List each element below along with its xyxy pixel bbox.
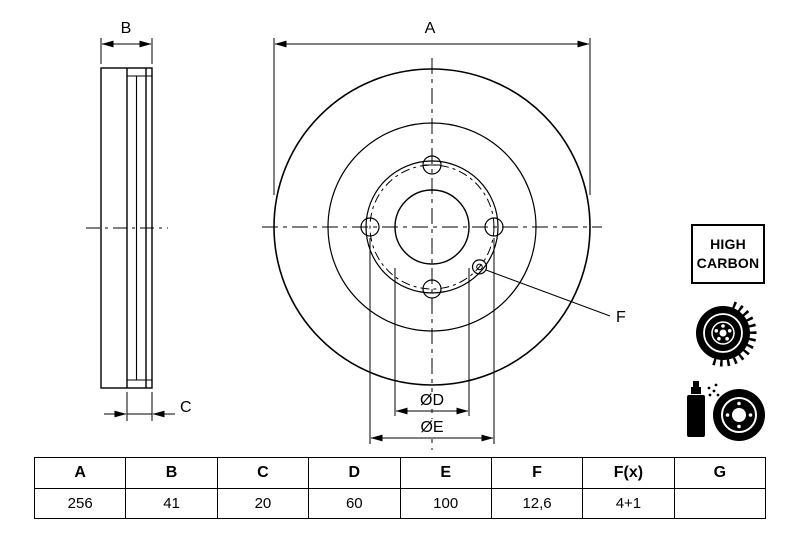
spray-can-body <box>687 395 705 437</box>
front-view <box>273 68 591 386</box>
pin-hole-f <box>471 259 488 275</box>
dim-label-e-mask <box>412 419 452 434</box>
spec-col-a: A <box>33 457 127 489</box>
rotor-bolt-dots <box>714 324 732 341</box>
spray-can-nozzle <box>693 381 699 387</box>
spec-value-a: 256 <box>33 488 127 519</box>
dim-label-c: C <box>180 399 192 416</box>
dim-c <box>104 392 175 421</box>
dim-label-e: ØE <box>420 419 443 436</box>
spec-table-header-row: A B C D E F F(x) G <box>33 457 767 489</box>
dim-label-f: F <box>616 309 626 326</box>
dim-label-a: A <box>425 20 436 37</box>
dim-d <box>394 268 470 416</box>
spec-value-g <box>673 488 767 519</box>
spec-table-value-row: 256 41 20 60 100 12,6 4+1 <box>33 488 767 519</box>
side-view <box>100 67 153 389</box>
spec-col-d: D <box>308 457 401 489</box>
hub-circle <box>365 160 499 294</box>
high-carbon-line1: HIGH <box>710 236 746 253</box>
spec-col-fx: F(x) <box>582 457 675 489</box>
technical-drawing: A B C ØD <box>86 20 765 450</box>
friction-inner-circle <box>327 122 537 332</box>
outer-circle <box>273 68 591 386</box>
dim-label-b: B <box>121 20 132 37</box>
pin-hole-f-inner <box>476 263 483 271</box>
spec-col-b: B <box>125 457 218 489</box>
dim-b <box>100 38 153 64</box>
bolt-hole-top <box>422 155 442 175</box>
spec-value-b: 41 <box>125 488 218 519</box>
bolt-hole-bottom <box>422 279 442 299</box>
bolt-hole-right <box>484 217 504 237</box>
high-carbon-line2: CARBON <box>696 255 760 271</box>
dim-label-d-mask <box>412 392 452 407</box>
brake-rotor-icon <box>696 301 757 367</box>
spec-value-e: 100 <box>399 488 492 519</box>
spec-table: A B C D E F F(x) G 256 41 20 60 100 12,6… <box>33 457 767 519</box>
spec-value-d: 60 <box>308 488 401 519</box>
bolt-hole-left <box>360 217 380 237</box>
spec-col-f: F <box>490 457 584 489</box>
spray-can-cap <box>691 387 701 394</box>
dim-a <box>273 38 591 195</box>
spec-col-c: C <box>216 457 310 489</box>
spec-col-g: G <box>673 457 767 489</box>
center-hole <box>394 189 470 265</box>
bolt-circle <box>369 164 495 290</box>
spec-value-c: 20 <box>216 488 310 519</box>
spec-value-f: 12,6 <box>490 488 584 519</box>
coated-disc-bolt-dots <box>725 401 753 429</box>
high-carbon-badge: HIGH CARBON <box>691 224 765 284</box>
dim-e <box>369 238 495 444</box>
spray-can-disc-icon <box>687 381 765 441</box>
dim-label-d: ØD <box>420 392 444 409</box>
leader-line-f <box>485 269 611 317</box>
spec-value-fx: 4+1 <box>582 488 675 519</box>
spray-mist <box>707 383 720 397</box>
spec-col-e: E <box>399 457 492 489</box>
